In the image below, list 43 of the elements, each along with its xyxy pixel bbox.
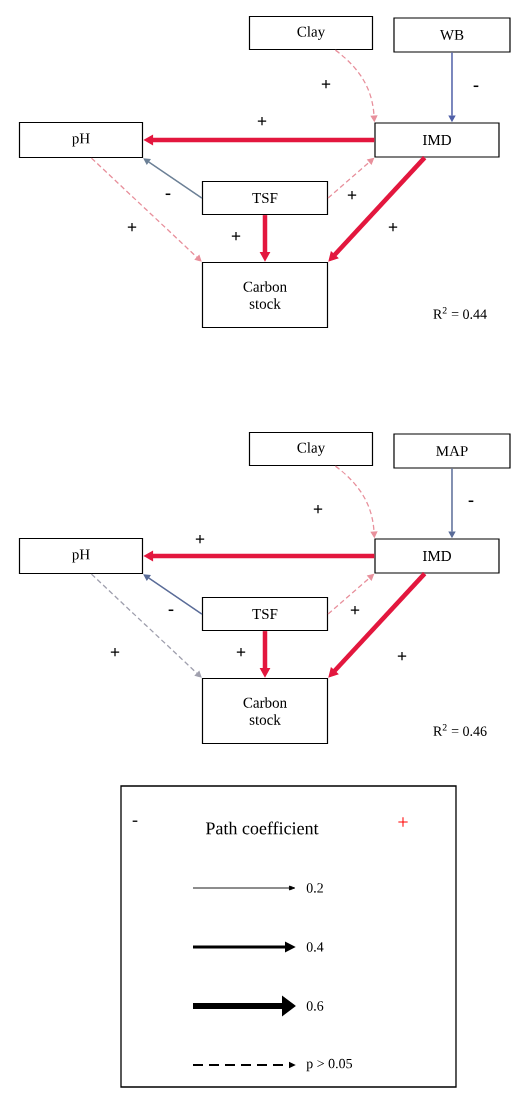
legend-label: 0.6 [306,1001,324,1011]
edge-label: + [397,651,407,661]
edge-label: + [231,231,241,241]
edge-label: + [313,504,323,514]
edge-label: - [473,85,479,88]
edge-label: + [195,534,205,544]
edge-label: - [165,193,171,196]
edge-label: - [168,609,174,612]
legend-title: Path coefficient [205,821,319,835]
variable-box: IMD [374,122,500,158]
variable-box: TSF [201,180,329,216]
variable-box: WB [393,17,511,53]
edge-label: + [350,605,360,615]
variable-box: pH [18,537,144,575]
plus-sign: + [398,817,408,827]
variable-box: Clay [248,15,374,51]
fit-statistic: R$^{2}$ = 0.46 [433,724,487,736]
edge-label: + [347,190,357,200]
minus-sign: - [132,820,138,822]
legend-label: 0.2 [306,883,323,893]
edge-label: + [236,647,246,657]
fit-statistic: R$^{2}$ = 0.44 [433,307,487,319]
variable-box: Clay [248,431,374,467]
arrow [90,157,202,262]
edge-label: + [321,79,331,89]
variable-box: IMD [374,538,500,574]
arrow [328,572,427,678]
edge-label: + [127,222,137,232]
legend-label: 0.4 [306,942,324,952]
edge-label: + [388,222,398,232]
variable-box: TSF [201,596,329,632]
arrow [90,573,202,678]
edge-label: + [257,116,267,126]
variable-box: pH [18,121,144,159]
edge-label: + [110,647,120,657]
arrow [143,158,203,199]
variable-box: Carbon stock [201,677,329,745]
variable-box: Carbon stock [201,261,329,329]
variable-box: MAP [393,433,511,469]
edge-label: - [468,500,474,503]
arrow [143,574,203,615]
arrow [328,156,427,262]
legend-label: p > 0.05 [306,1058,353,1072]
